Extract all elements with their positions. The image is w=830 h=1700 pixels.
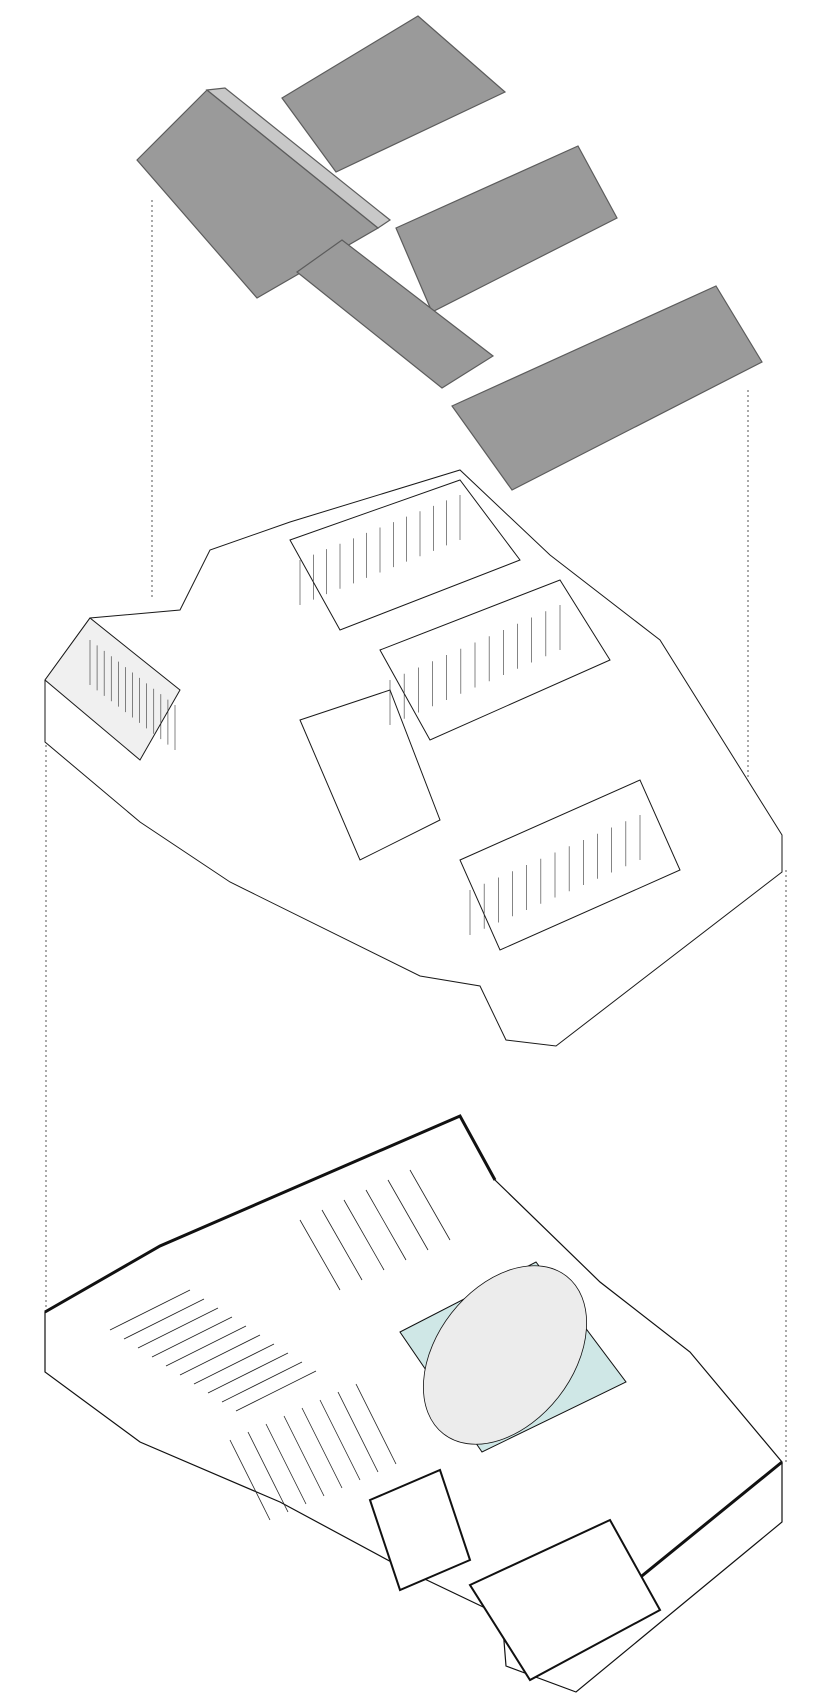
plan-thick-wall — [44, 1114, 497, 1314]
bookshelf — [221, 1361, 303, 1403]
courtyard-pond — [422, 1265, 588, 1445]
auditorium-room — [468, 1518, 662, 1682]
bookshelf — [321, 1209, 363, 1281]
bookshelf — [299, 1219, 341, 1291]
bookshelf — [235, 1370, 317, 1412]
bookshelf — [193, 1343, 275, 1385]
middle-hall — [299, 689, 441, 861]
bookshelf — [123, 1298, 205, 1340]
roof-west-hall-ridge — [205, 87, 392, 229]
roof-middle-hall — [296, 239, 495, 389]
bookshelf — [165, 1325, 247, 1367]
rear-hall — [289, 479, 521, 631]
bookshelf — [207, 1352, 289, 1394]
upper-structure-layer — [44, 469, 783, 1047]
roof-central-hall — [395, 145, 618, 313]
stair-room — [368, 1468, 472, 1592]
ground-floor-plan-layer — [44, 1114, 783, 1693]
bookshelf — [301, 1407, 343, 1489]
side-hall-gable — [44, 617, 181, 761]
bookshelf — [109, 1289, 191, 1331]
bookshelf — [265, 1423, 307, 1505]
roof-layer — [136, 15, 763, 491]
bookshelf — [247, 1431, 289, 1513]
bookshelf — [179, 1334, 261, 1376]
bookshelf — [365, 1189, 407, 1261]
bookshelf — [409, 1169, 451, 1241]
bookshelf — [387, 1179, 429, 1251]
plan-base-outline — [44, 1115, 783, 1693]
bookshelf — [319, 1399, 361, 1481]
bookshelf — [137, 1307, 219, 1349]
bookshelf — [337, 1391, 379, 1473]
bookshelf — [151, 1316, 233, 1358]
roof-north-hall — [281, 15, 507, 173]
south-hall — [459, 779, 681, 951]
central-hall — [379, 579, 611, 741]
bookshelf — [355, 1383, 397, 1465]
bookshelf — [229, 1439, 271, 1521]
bookshelves — [109, 1169, 451, 1521]
window-bands — [89, 495, 641, 935]
bookshelf — [343, 1199, 385, 1271]
roof-south-hall — [451, 285, 763, 491]
bookshelf — [283, 1415, 325, 1497]
